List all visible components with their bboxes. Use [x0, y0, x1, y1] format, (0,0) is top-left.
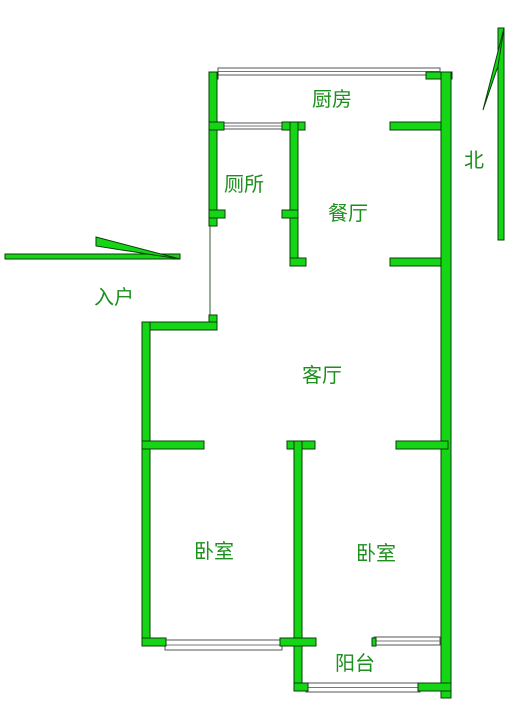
- room-label-toilet: 厕所: [224, 172, 264, 196]
- wall: [141, 637, 167, 647]
- wall: [208, 71, 218, 227]
- wall: [293, 682, 309, 692]
- room-label-living: 客厅: [302, 363, 342, 387]
- entrance-label: 入户: [94, 285, 134, 309]
- wall: [389, 257, 449, 267]
- north-arrowhead-icon: [482, 27, 505, 111]
- wall: [371, 637, 377, 647]
- wall: [208, 209, 226, 219]
- wall: [289, 257, 307, 267]
- room-label-kitchen: 厨房: [312, 87, 352, 111]
- wall: [389, 121, 449, 131]
- wall: [208, 121, 225, 131]
- north-label: 北: [464, 148, 484, 172]
- room-label-bedroom-right: 卧室: [356, 541, 396, 565]
- wall: [141, 321, 151, 647]
- wall: [281, 209, 299, 219]
- room-label-bedroom-left: 卧室: [194, 539, 234, 563]
- wall: [417, 682, 452, 692]
- wall: [289, 121, 299, 267]
- wall: [141, 440, 205, 450]
- room-label-dining: 餐厅: [328, 201, 368, 225]
- wall: [440, 71, 452, 699]
- wall: [141, 321, 218, 331]
- walls: [141, 71, 453, 699]
- wall: [293, 440, 303, 690]
- wall: [395, 440, 449, 450]
- room-label-balcony: 阳台: [335, 651, 375, 675]
- entrance-arrowhead-icon: [95, 236, 181, 260]
- wall: [279, 637, 317, 647]
- wall: [425, 71, 453, 80]
